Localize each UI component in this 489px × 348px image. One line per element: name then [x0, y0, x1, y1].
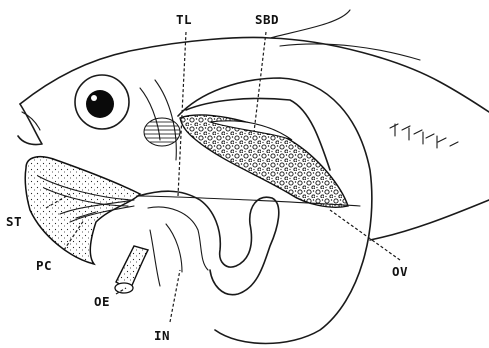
label-oe: OE: [94, 294, 110, 309]
label-st: ST: [6, 214, 22, 229]
label-pc: PC: [36, 258, 52, 273]
operculum-lines: [140, 80, 180, 160]
ovary: [180, 115, 348, 207]
label-tl: TL: [176, 12, 192, 27]
oesophagus: [115, 246, 148, 293]
stomach: [25, 157, 140, 264]
label-ov: OV: [392, 264, 408, 279]
label-in: IN: [154, 328, 170, 343]
label-sbd: SBD: [255, 12, 279, 27]
eye: [75, 75, 129, 129]
